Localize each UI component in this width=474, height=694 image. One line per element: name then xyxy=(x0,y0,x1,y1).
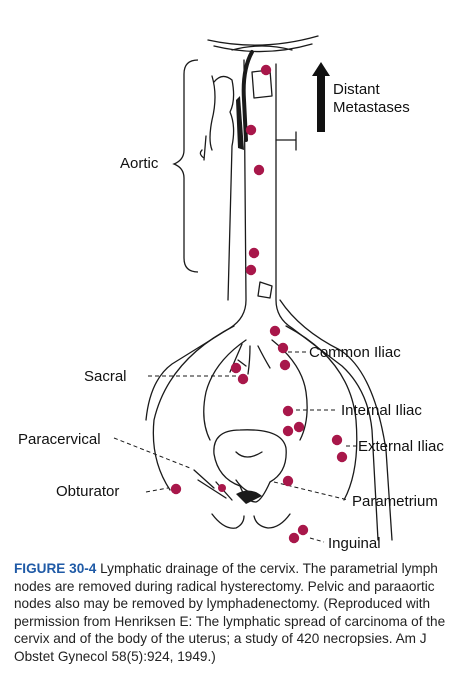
label-parametrium: Parametrium xyxy=(352,493,438,510)
left-lumbar-trunk xyxy=(199,75,216,161)
label-external-iliac: External Iliac xyxy=(358,438,444,455)
label-sacral: Sacral xyxy=(84,368,127,385)
lymph-node xyxy=(170,483,182,495)
aorta-dark-segment xyxy=(236,96,244,150)
pelvic-inner-right xyxy=(285,325,358,501)
lymph-node xyxy=(277,342,289,354)
pelvic-inner-left xyxy=(152,325,235,491)
lymph-node xyxy=(245,124,257,136)
lymph-node xyxy=(297,524,309,536)
label-internal-iliac: Internal Iliac xyxy=(341,402,422,419)
iliac-branch-right xyxy=(271,339,308,441)
vulva-outline xyxy=(211,513,291,529)
lower-branch-node xyxy=(257,281,273,299)
lymph-node xyxy=(237,373,249,385)
lymph-node xyxy=(293,421,305,433)
lymph-node xyxy=(269,325,281,337)
right-branch-stub xyxy=(275,131,297,151)
lymph-node xyxy=(282,405,294,417)
lymphatic-drainage-diagram: Distant Metastases Aortic Common Iliac S… xyxy=(18,35,444,552)
label-inguinal: Inguinal xyxy=(328,535,381,552)
diaphragm-outline xyxy=(207,35,319,53)
lymph-node xyxy=(253,164,265,176)
lymph-node xyxy=(248,247,260,259)
aorta-left-thick xyxy=(241,50,254,142)
lymph-node xyxy=(282,475,294,487)
lymph-node xyxy=(260,64,272,76)
label-metastases: Metastases xyxy=(333,99,410,116)
lymph-node xyxy=(336,451,348,463)
label-obturator: Obturator xyxy=(56,483,119,500)
figure-number: FIGURE 30-4 xyxy=(14,561,97,576)
cervix-detail xyxy=(235,451,263,495)
lymph-node xyxy=(331,434,343,446)
iliac-branch-left xyxy=(203,339,247,441)
sacral-vessels xyxy=(229,343,271,375)
leader-paracervical xyxy=(113,437,191,469)
aorta-left-wall xyxy=(145,59,247,421)
figure-caption: FIGURE 30-4 Lymphatic drainage of the ce… xyxy=(14,560,464,666)
cervix-dark-lesion xyxy=(236,490,262,504)
left-trunk-outline xyxy=(213,75,235,301)
label-distant: Distant xyxy=(333,81,381,98)
label-aortic: Aortic xyxy=(120,155,159,172)
label-common-iliac: Common Iliac xyxy=(309,344,401,361)
caption-text: Lymphatic drainage of the cervix. The pa… xyxy=(14,561,446,664)
lymph-node xyxy=(245,264,257,276)
lymph-node xyxy=(230,362,242,374)
aorta-right-wall-inner xyxy=(279,299,393,541)
lymph-node xyxy=(288,532,300,544)
distant-metastases-arrow xyxy=(312,62,330,132)
lymph-node xyxy=(279,359,291,371)
lymph-node xyxy=(218,484,226,492)
label-paracervical: Paracervical xyxy=(18,431,101,448)
paracervical-vessels xyxy=(193,469,233,501)
leader-parametrium xyxy=(273,481,349,501)
aorta-right-wall xyxy=(275,63,379,541)
leader-obturator xyxy=(145,487,169,493)
aortic-brace xyxy=(172,59,199,273)
leader-inguinal xyxy=(309,537,325,543)
lymph-node xyxy=(282,425,294,437)
